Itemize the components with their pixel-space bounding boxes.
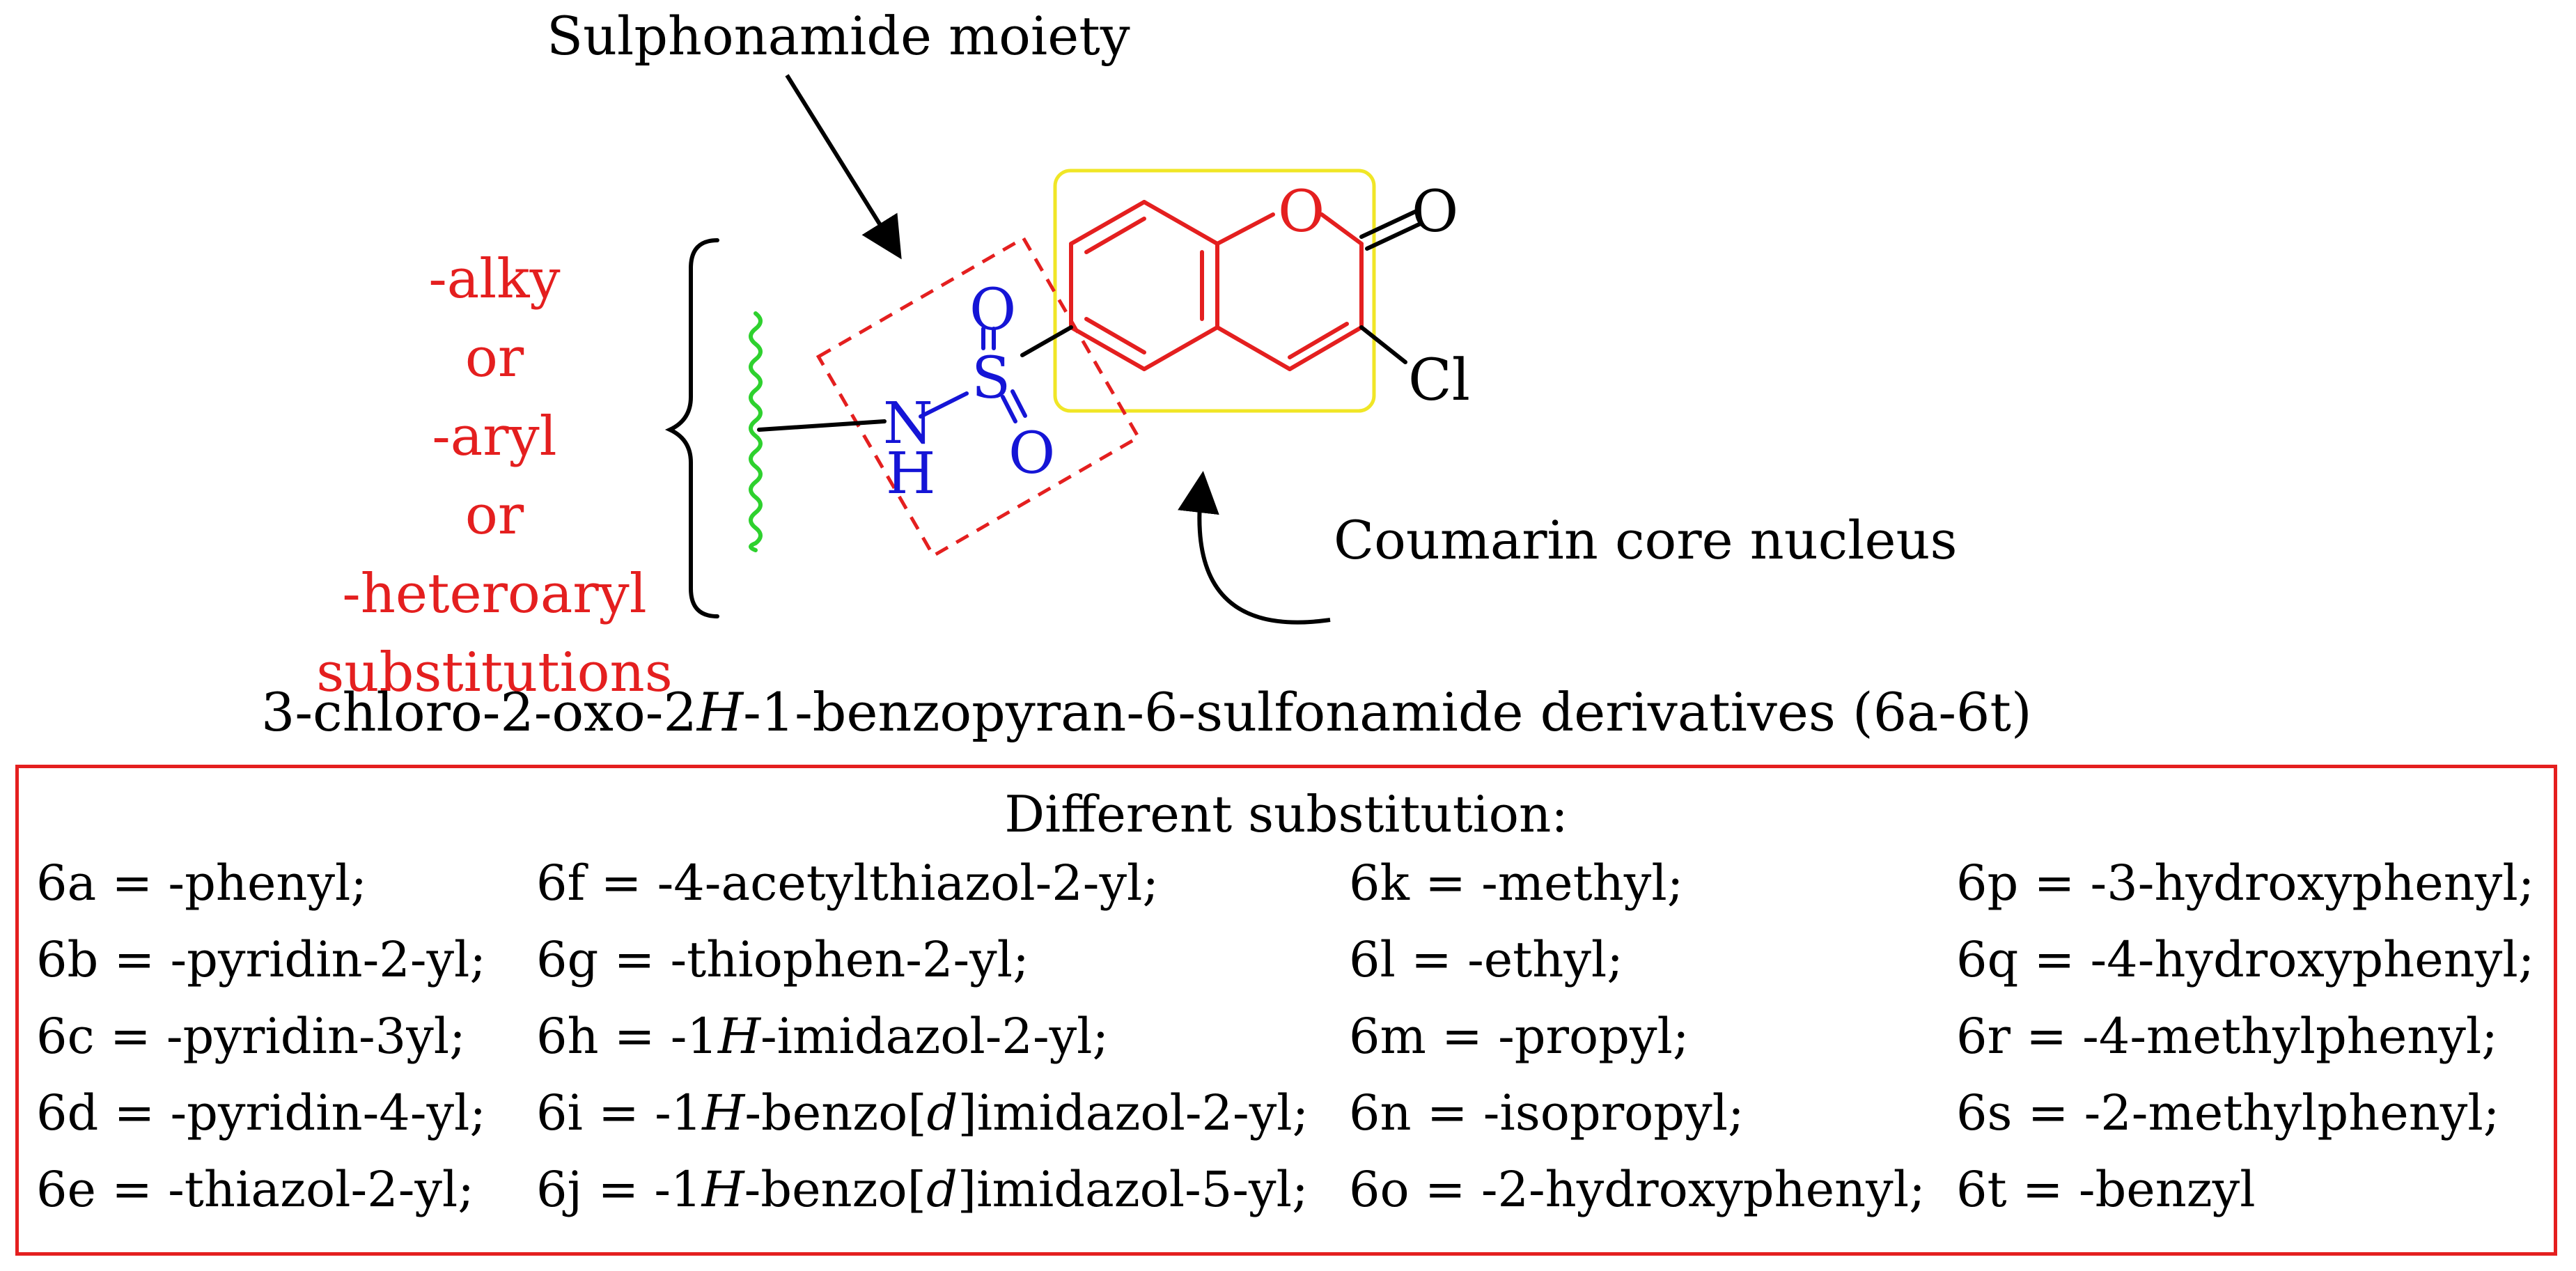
substitution-entry: 6d = -pyridin-4-yl; [36, 1089, 486, 1137]
substitution-entry-pre: 6p = -3-hydroxyphenyl; [1956, 855, 2535, 912]
substitution-entry-pre: 6f = -4-acetylthiazol-2-yl; [536, 855, 1159, 912]
sulphonamide-arrow [785, 74, 902, 260]
substitution-entry-pre: 6i = -1 [536, 1084, 703, 1141]
substitution-entry: 6q = -4-hydroxyphenyl; [1956, 935, 2534, 984]
chlorine-label: Cl [1408, 348, 1470, 414]
substitution-entry-post: -benzo[ [744, 1161, 926, 1218]
substitution-entry-ital2: d [926, 1084, 958, 1141]
substitution-entry-post: -imidazol-2-yl; [760, 1008, 1109, 1065]
substitution-entry-pre: 6o = -2-hydroxyphenyl; [1349, 1161, 1926, 1218]
substitution-entry-pre: 6q = -4-hydroxyphenyl; [1956, 931, 2535, 988]
substitution-entry-pre: 6h = -1 [536, 1008, 718, 1065]
ring-oxygen-label: O [1278, 179, 1325, 245]
substitution-entry-post2: ]imidazol-2-yl; [958, 1084, 1309, 1141]
substitution-entry: 6g = -thiophen-2-yl; [536, 935, 1029, 984]
substituent-brace [664, 238, 719, 618]
substituent-label-4: -heteroaryl [342, 563, 647, 625]
sulphonamide-moiety-label: Sulphonamide moiety [547, 5, 1130, 67]
coumarin-arrow [1178, 471, 1331, 625]
substitution-entry-pre: 6a = -phenyl; [36, 855, 367, 912]
substitution-entry-post2: ]imidazol-5-yl; [957, 1161, 1309, 1218]
substitution-entry-pre: 6k = -methyl; [1349, 855, 1684, 912]
coumarin-core-label: Coumarin core nucleus [1334, 509, 1958, 571]
coumarin-highlight-box [1053, 169, 1376, 413]
substituent-label-5: substitutions [316, 641, 673, 704]
substitution-entry-ital2: d [926, 1161, 958, 1218]
substitution-entry: 6e = -thiazol-2-yl; [36, 1165, 474, 1214]
substitution-entry: 6l = -ethyl; [1349, 935, 1623, 984]
substitution-entry: 6t = -benzyl [1956, 1165, 2256, 1214]
substituent-label-1: or [465, 327, 524, 389]
carbonyl-bond [1359, 210, 1423, 251]
substitution-entry: 6r = -4-methylphenyl; [1956, 1012, 2498, 1061]
substitution-entry-ital: H [701, 1161, 744, 1218]
sulfonyl-oxygen-bottom-label: O [1008, 421, 1056, 487]
n-r-bond [757, 419, 887, 432]
substitution-entry-pre: 6r = -4-methylphenyl; [1956, 1008, 2498, 1065]
substitution-entry: 6j = -1H-benzo[d]imidazol-5-yl; [536, 1165, 1309, 1214]
substitution-entry: 6k = -methyl; [1349, 859, 1683, 907]
substituent-label-2: -aryl [432, 405, 557, 468]
substitution-entry-post: -benzo[ [744, 1084, 927, 1141]
keto-oxygen-label: O [1412, 179, 1459, 245]
substitution-entry-pre: 6l = -ethyl; [1349, 931, 1623, 988]
nitrogen-label: N [883, 391, 933, 457]
substitution-entry-pre: 6n = -isopropyl; [1349, 1084, 1744, 1141]
substitution-entry: 6p = -3-hydroxyphenyl; [1956, 859, 2534, 907]
substituent-labels: -alky or -aryl or -heteroaryl substitutions [279, 240, 710, 712]
substitution-table: Different substitution: 6a = -phenyl; 6b … [15, 765, 2557, 1256]
sulfonamide-bonds [919, 327, 1027, 423]
substitution-entry: 6s = -2-methylphenyl; [1956, 1089, 2499, 1137]
substitution-entry: 6n = -isopropyl; [1349, 1089, 1744, 1137]
substitution-entry-ital: H [702, 1084, 745, 1141]
substitution-entry: 6b = -pyridin-2-yl; [36, 935, 486, 984]
substitution-entry-pre: 6e = -thiazol-2-yl; [36, 1161, 474, 1218]
substitution-entry: 6h = -1H-imidazol-2-yl; [536, 1012, 1109, 1061]
substitution-entry-pre: 6m = -propyl; [1349, 1008, 1689, 1065]
substituent-label-0: -alky [428, 248, 561, 311]
substitution-entry: 6f = -4-acetylthiazol-2-yl; [536, 859, 1159, 907]
substitution-table-title: Different substitution: [1004, 785, 1568, 843]
substitution-entry: 6m = -propyl; [1349, 1012, 1689, 1061]
substitution-entry-pre: 6d = -pyridin-4-yl; [36, 1084, 486, 1141]
substitution-entry: 6c = -pyridin-3yl; [36, 1012, 466, 1061]
benzene-ring [1069, 200, 1219, 371]
substitution-entry-pre: 6g = -thiophen-2-yl; [536, 931, 1029, 988]
hydrogen-label: H [886, 441, 936, 507]
pyranone-ring [1215, 212, 1364, 371]
wavy-attachment-bond [749, 311, 763, 552]
sulphonamide-dashed-box [815, 235, 1141, 559]
sulfur-label: S [971, 345, 1011, 412]
substitution-entry-pre: 6b = -pyridin-2-yl; [36, 931, 486, 988]
substitution-entry-pre: 6c = -pyridin-3yl; [36, 1008, 466, 1065]
substitution-entry-pre: 6j = -1 [536, 1161, 702, 1218]
c-s-bond [1020, 325, 1073, 357]
substitution-entry-pre: 6t = -benzyl [1956, 1161, 2256, 1218]
sulfonyl-oxygen-top-label: O [969, 277, 1017, 343]
substitution-entry-pre: 6s = -2-methylphenyl; [1956, 1084, 2500, 1141]
compound-caption: 3-chloro-2-oxo-2H-1-benzopyran-6-sulfona… [261, 681, 2032, 743]
substitution-entry: 6i = -1H-benzo[d]imidazol-2-yl; [536, 1089, 1309, 1137]
substitution-entry: 6o = -2-hydroxyphenyl; [1349, 1165, 1926, 1214]
c-cl-bond [1359, 325, 1407, 364]
substituent-label-3: or [465, 484, 524, 547]
substitution-entry: 6a = -phenyl; [36, 859, 367, 907]
substitution-entry-ital: H [717, 1008, 761, 1065]
